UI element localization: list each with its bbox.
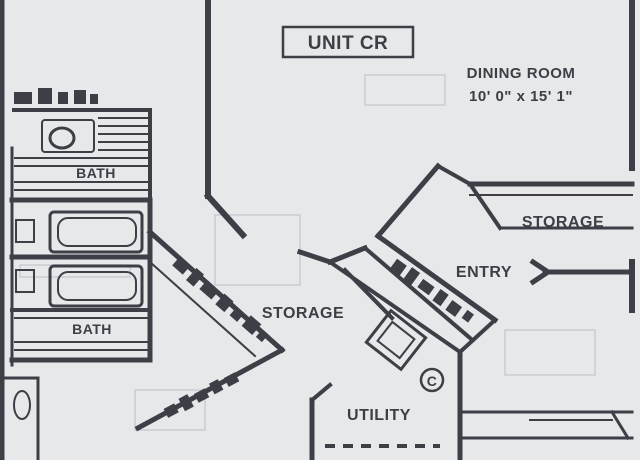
bath-wall-hatch xyxy=(14,117,148,351)
closet-shelving xyxy=(172,256,269,343)
bath-lower-label: BATH xyxy=(72,321,112,337)
closet-shelving-lower xyxy=(163,372,240,418)
toilets xyxy=(13,219,35,420)
entry-label: ENTRY xyxy=(456,264,512,281)
bathtub-lower xyxy=(48,264,144,308)
storage-right-label: STORAGE xyxy=(522,214,604,231)
bathtub-upper xyxy=(48,210,144,254)
utility-label: UTILITY xyxy=(347,407,411,424)
bath-upper-label: BATH xyxy=(76,165,116,181)
sink-upper xyxy=(41,119,95,153)
unit-label: UNIT CR xyxy=(308,33,389,54)
water-heater xyxy=(419,367,445,393)
unit-label-box xyxy=(281,25,415,59)
vanity-fixtures xyxy=(14,88,98,104)
utility-c-mark: C xyxy=(427,373,438,389)
dining-room-label: DINING ROOM xyxy=(467,65,576,82)
storage-center-label: STORAGE xyxy=(262,305,344,322)
washer-appliance xyxy=(364,308,428,372)
dining-room-dimensions: 10' 0" x 15' 1" xyxy=(469,88,573,105)
entry-shelving xyxy=(390,258,474,323)
